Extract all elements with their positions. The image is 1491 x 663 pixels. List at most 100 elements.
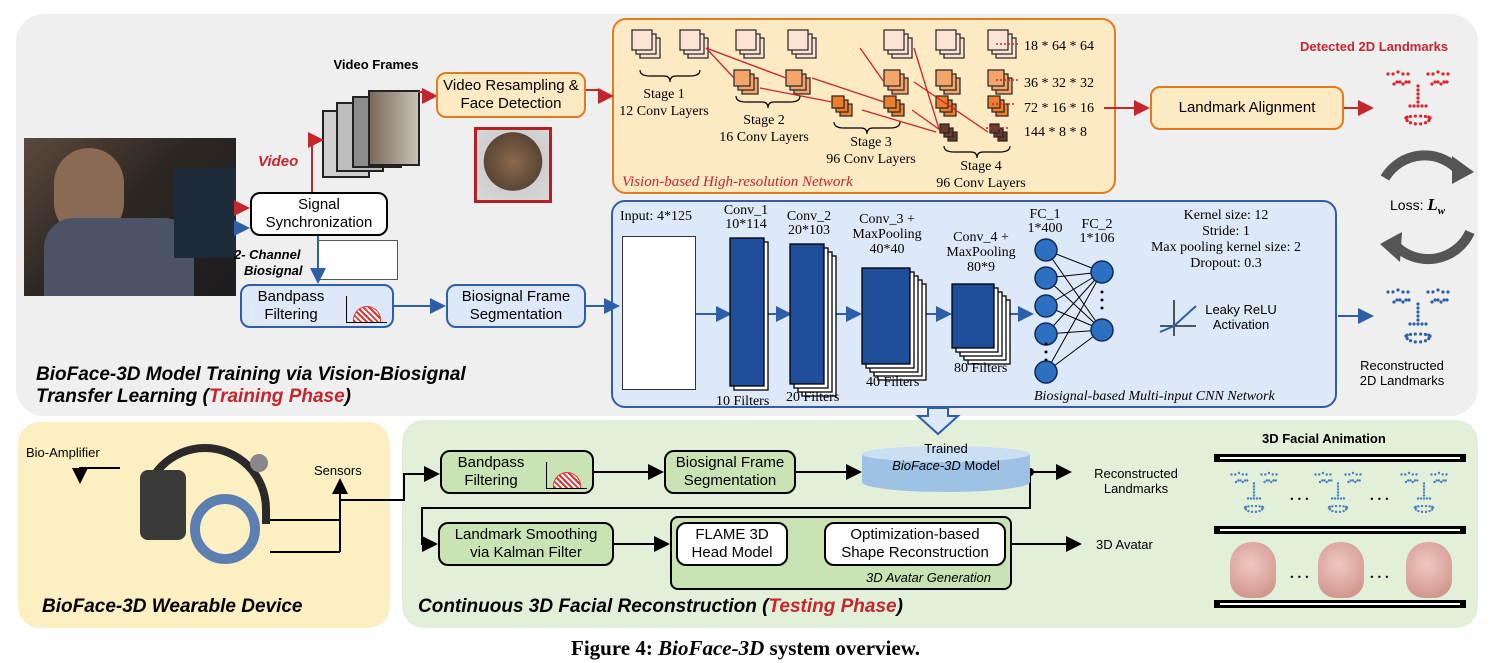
animation-landmark-dot [1274,479,1277,482]
avatar-generation-label: 3D Avatar Generation [866,570,992,585]
cnn-caption: Biosignal-based Multi-input CNN Network [1034,389,1275,404]
animation-landmark-dot [1342,497,1346,500]
animation-landmark-dot [1252,482,1256,485]
headset-image [120,434,280,584]
stage-brace [735,95,801,109]
reconstructed-landmark-dot [1407,298,1411,302]
reconstructed-landmark-dot [1423,332,1428,337]
detected-landmark-dot [1401,82,1405,86]
fc1-node [1034,266,1058,290]
test-bandpass-box: Bandpass Filtering [440,450,594,494]
reconstructed-landmark-dot [1404,334,1408,338]
hr-block [883,29,905,51]
detected-landmark-dot [1416,96,1420,100]
cnn-input-box [622,236,696,390]
detected-landmark-dot [1386,72,1390,76]
animation-dots-3: . . . [1290,566,1309,582]
detected-landmark-dot [1413,122,1417,126]
conv4-stack [951,283,995,349]
animation-landmark-dot [1434,473,1437,476]
animation-landmark-dot [1336,482,1340,485]
animation-landmark-dot [1330,479,1333,482]
animation-landmark-dot [1254,510,1258,514]
reconstructed-landmark-dot [1398,298,1402,302]
detected-landmark-dot [1413,114,1417,118]
reconstructed-landmark-dot [1416,318,1420,322]
loss-symbol: L [1427,195,1438,214]
detected-landmark-dot [1416,84,1420,88]
animation-landmark-dot [1342,505,1345,508]
hr-block [787,29,809,51]
animation-landmark-dot [1344,473,1347,476]
animation-landmark-dot [1234,473,1237,476]
animation-landmark-dot [1334,510,1338,514]
reconstructed-landmark-dot [1446,290,1450,294]
hr-block [883,69,901,87]
reconstructed-landmark-dot [1427,333,1431,337]
detected-landmark-dot [1445,80,1449,84]
animation-landmark-dot [1336,485,1340,488]
animation-landmark-dot [1351,479,1355,482]
animation-landmark-dot [1336,491,1340,494]
animation-landmark-dot [1245,473,1248,476]
training-title-line2: Transfer Learning (Training Phase) [36,386,351,407]
animation-landmark-dot [1407,471,1411,475]
hr-connection [811,77,885,103]
filters-10-label: 10 Filters [716,394,770,409]
fc1-node [1034,294,1058,318]
sensors-label: Sensors [314,463,362,478]
animation-landmark-dot [1252,488,1256,491]
animation-landmark-dot [1258,497,1262,500]
landmark-alignment-text: Landmark Alignment [1178,99,1316,116]
animation-landmark-dot [1247,509,1250,513]
animation-landmark-dot [1328,508,1332,511]
animation-landmark-dot [1271,473,1274,476]
animation-landmark-dot [1252,491,1256,494]
detected-landmark-dot [1416,100,1420,104]
smoothing-box: Landmark Smoothing via Kalman Filter [438,522,614,566]
hr-block [939,123,950,134]
detected-landmark-dot [1404,116,1408,120]
relu-curve [1159,305,1197,333]
trained-model-cylinder: Trained BioFace-3D Model [862,441,1030,492]
animation-landmark-dot [1241,480,1244,484]
animation-landmark-dot [1338,510,1342,514]
animation-landmark-dot [1336,497,1340,500]
reconstructed-landmark-dot [1386,290,1390,294]
detected-landmark-dot [1404,80,1408,84]
dim-label-3: 72 * 16 * 16 [1024,101,1094,116]
hr-block [935,29,957,51]
animation-landmark-dot [1409,479,1412,482]
video-label: Video [258,153,299,170]
animation-landmark-dot [1239,479,1242,482]
detected-landmark-dot [1431,72,1435,76]
animation-landmark-dot [1237,471,1241,475]
testing-phase-name: Testing Phase [768,596,897,617]
reconstructed-landmark-dot [1431,290,1435,294]
animation-landmark-dot [1249,497,1253,500]
animation-landmark-dot [1428,497,1432,500]
detected-landmark-dot [1406,72,1410,76]
animation-landmark-dot [1425,497,1429,500]
detected-landmark-dot [1436,70,1440,74]
avatar-label: 3D Avatar [1096,537,1153,552]
reconstructed-landmark-dot [1420,322,1424,326]
animation-landmark-dot [1419,497,1423,500]
animation-landmark-dot [1422,488,1426,491]
detected-landmark-dot [1416,88,1420,92]
animation-landmark-dot [1336,488,1340,491]
reconstructed-landmark-dot [1430,300,1434,304]
detected-landmark-dot [1419,122,1423,126]
animation-landmark-dot [1331,505,1334,508]
dim-label-2: 36 * 32 * 32 [1024,76,1094,91]
animation-landmark-dot [1260,508,1264,511]
detected-landmark-dot [1391,72,1395,76]
animation-landmark-dot [1411,473,1414,476]
hr-block [679,29,701,51]
animation-landmark-dot [1422,485,1426,488]
detected-landmarks-label: Detected 2D Landmarks [1300,39,1449,54]
